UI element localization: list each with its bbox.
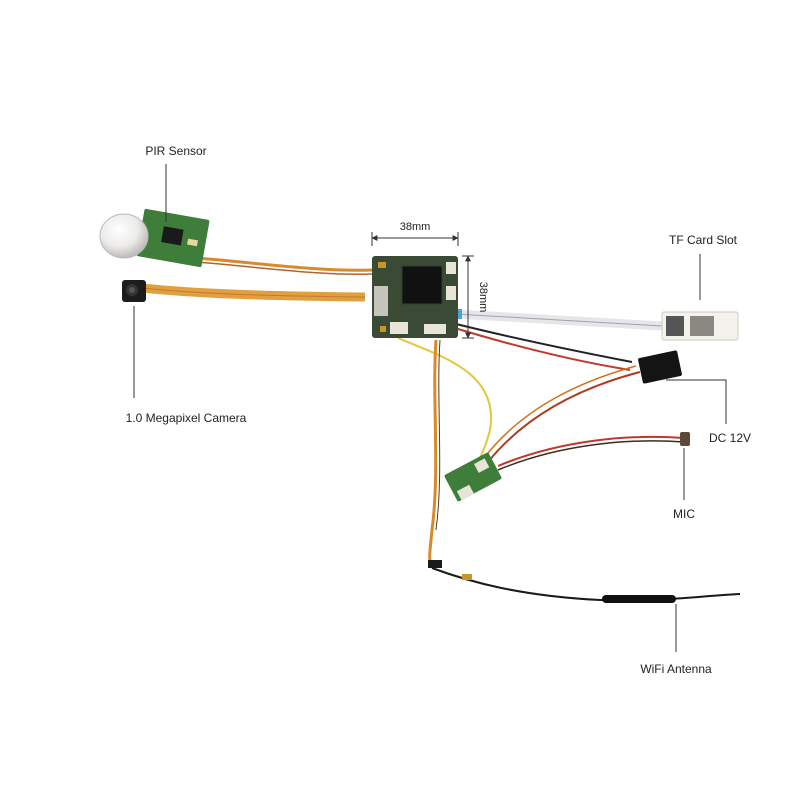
label-tf-card-slot: TF Card Slot <box>669 233 738 247</box>
antenna-sleeve <box>602 595 676 603</box>
pir-cable <box>195 256 373 272</box>
label-wifi-antenna: WiFi Antenna <box>640 662 712 676</box>
label-camera: 1.0 Megapixel Camera <box>126 411 247 425</box>
mic-module <box>680 432 690 446</box>
camera-module <box>122 280 146 302</box>
small-board <box>444 452 502 502</box>
dimension-width: 38mm <box>400 221 431 233</box>
dc-power-wire-black <box>447 321 633 363</box>
antenna-cable <box>431 567 741 602</box>
dimension-height: 38mm <box>477 282 489 313</box>
mic-wire <box>497 435 685 467</box>
label-dc-12v: DC 12V <box>709 431 751 445</box>
label-mic: MIC <box>673 507 695 521</box>
dc-power-wire-red <box>447 325 631 371</box>
antenna-feed-cable <box>428 339 438 567</box>
mic-board-wire <box>487 371 641 463</box>
dc-callout-line <box>666 379 727 424</box>
main-board <box>372 256 458 338</box>
yellow-wire <box>397 337 493 473</box>
dc-power-jack <box>638 350 682 384</box>
camera-flex-cable <box>141 283 366 302</box>
tf-card-slot <box>661 311 739 341</box>
label-pir-sensor: PIR Sensor <box>145 144 206 158</box>
pir-sensor <box>99 208 210 268</box>
